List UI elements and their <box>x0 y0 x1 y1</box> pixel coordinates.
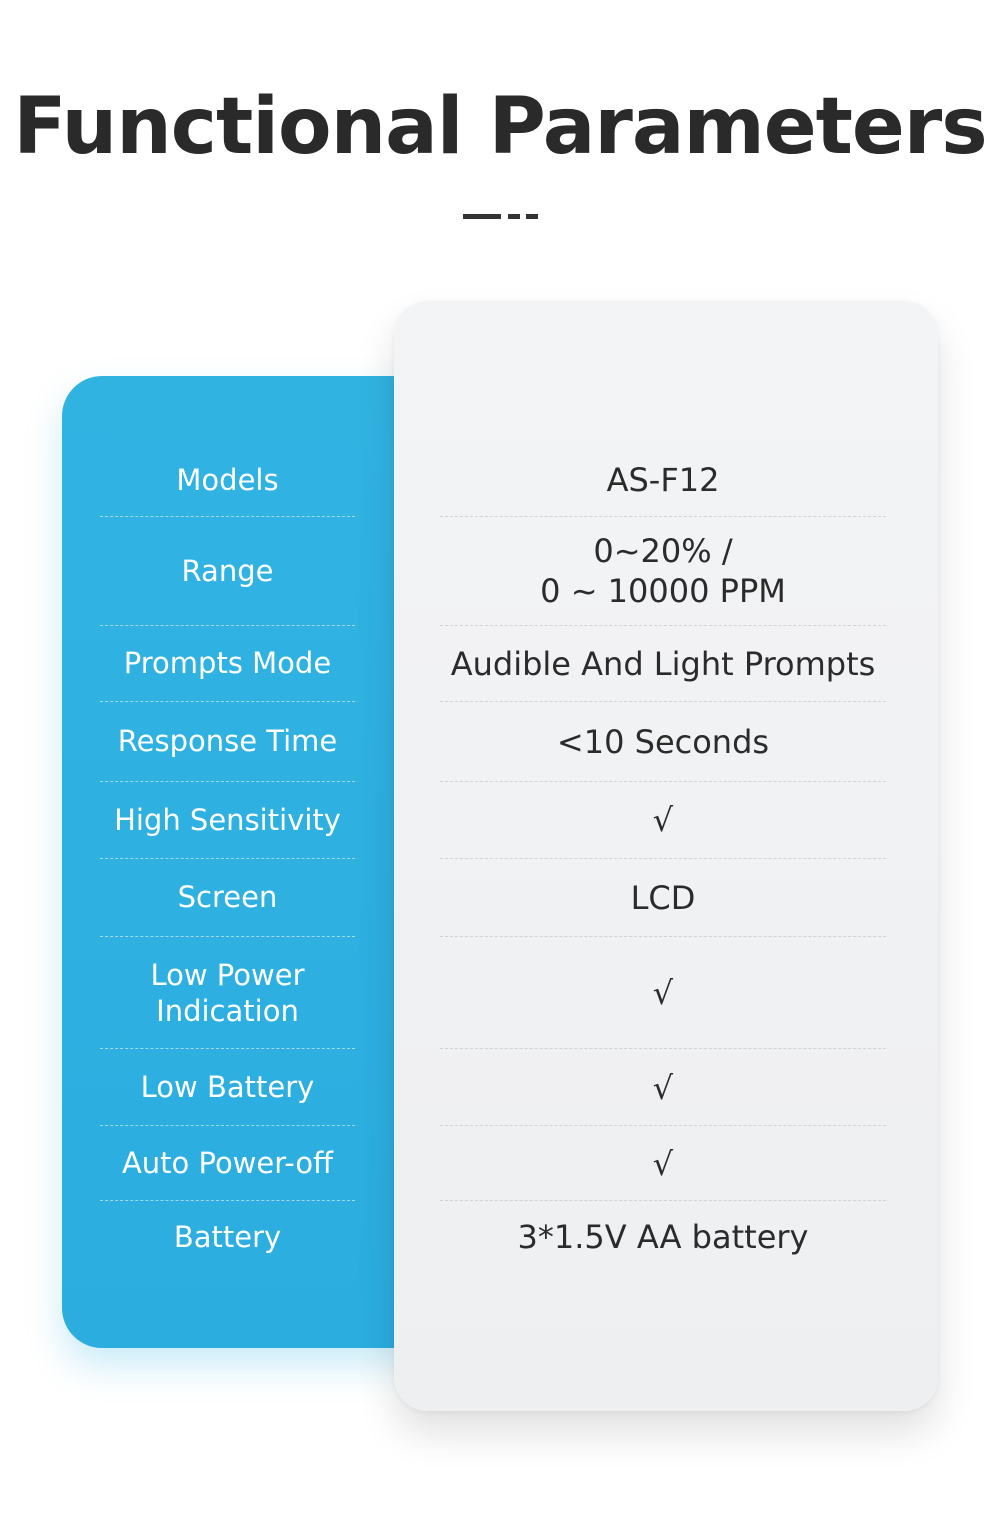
parameter-value: √ <box>440 1050 886 1125</box>
label-text: High Sensitivity <box>114 802 341 837</box>
row-divider <box>100 936 355 937</box>
parameter-value: 0~20% / 0 ~ 10000 PPM <box>440 518 886 624</box>
parameter-value: √ <box>440 938 886 1048</box>
table-row: Auto Power-off √ <box>0 1127 1000 1200</box>
value-text: LCD <box>630 878 696 917</box>
row-divider <box>100 858 355 859</box>
parameter-label: Screen <box>100 860 355 935</box>
table-row: Prompts Mode Audible And Light Prompts <box>0 627 1000 700</box>
parameter-value: <10 Seconds <box>440 703 886 780</box>
page-title: Functional Parameters <box>13 82 987 172</box>
parameter-value: √ <box>440 1127 886 1200</box>
check-mark-icon: √ <box>652 1068 674 1107</box>
label-text: Auto Power-off <box>121 1146 334 1181</box>
table-row: Low Battery √ <box>0 1050 1000 1125</box>
table-row: High Sensitivity √ <box>0 783 1000 857</box>
parameter-label-panel <box>62 376 422 1348</box>
parameter-value: 3*1.5V AA battery <box>440 1202 886 1272</box>
label-text: Response Time <box>117 724 338 759</box>
label-text: Low Battery <box>140 1070 315 1105</box>
parameter-label: High Sensitivity <box>100 783 355 857</box>
parameter-label: Low Battery <box>100 1050 355 1125</box>
label-text: Low Power Indication <box>150 957 305 1028</box>
parameter-value-card <box>394 301 938 1411</box>
table-row: Battery 3*1.5V AA battery <box>0 1202 1000 1272</box>
value-text: <10 Seconds <box>556 722 770 761</box>
parameter-label: Battery <box>100 1202 355 1272</box>
value-text: 3*1.5V AA battery <box>517 1218 809 1256</box>
label-text: Screen <box>177 880 278 915</box>
parameter-label: Models <box>100 444 355 516</box>
table-row: Models AS-F12 <box>0 444 1000 516</box>
label-text: Models <box>176 462 279 497</box>
underline-dash-short <box>526 214 538 219</box>
check-mark-icon: √ <box>652 974 674 1012</box>
value-text: 0~20% / 0 ~ 10000 PPM <box>540 532 786 610</box>
parameter-value: AS-F12 <box>440 444 886 516</box>
parameter-label: Prompts Mode <box>100 627 355 700</box>
row-divider <box>100 1048 355 1049</box>
row-divider <box>100 701 355 702</box>
parameter-value: Audible And Light Prompts <box>440 627 886 700</box>
row-divider <box>440 701 886 702</box>
label-text: Range <box>181 553 274 588</box>
parameter-label: Auto Power-off <box>100 1127 355 1200</box>
parameter-value: √ <box>440 783 886 857</box>
row-divider <box>100 625 355 626</box>
table-row: Range 0~20% / 0 ~ 10000 PPM <box>0 518 1000 624</box>
row-divider <box>440 1125 886 1126</box>
row-divider <box>440 1048 886 1049</box>
parameter-label: Low Power Indication <box>100 938 355 1048</box>
row-divider <box>440 1200 886 1201</box>
label-text: Prompts Mode <box>123 646 332 681</box>
row-divider <box>100 516 355 517</box>
underline-dash-short <box>508 214 520 219</box>
value-text: AS-F12 <box>606 461 720 499</box>
parameter-label: Range <box>100 518 355 624</box>
row-divider <box>100 1125 355 1126</box>
label-text: Battery <box>173 1219 282 1254</box>
table-row: Low Power Indication √ <box>0 938 1000 1048</box>
check-mark-icon: √ <box>652 1144 674 1183</box>
check-mark-icon: √ <box>652 801 674 839</box>
row-divider <box>440 516 886 517</box>
row-divider <box>100 1200 355 1201</box>
row-divider <box>440 625 886 626</box>
row-divider <box>440 936 886 937</box>
table-row: Response Time <10 Seconds <box>0 703 1000 780</box>
parameter-label: Response Time <box>100 703 355 780</box>
row-divider <box>440 858 886 859</box>
row-divider <box>440 781 886 782</box>
underline-dash-long <box>463 214 501 219</box>
parameter-value: LCD <box>440 860 886 935</box>
row-divider <box>100 781 355 782</box>
table-row: Screen LCD <box>0 860 1000 935</box>
value-text: Audible And Light Prompts <box>450 644 876 683</box>
